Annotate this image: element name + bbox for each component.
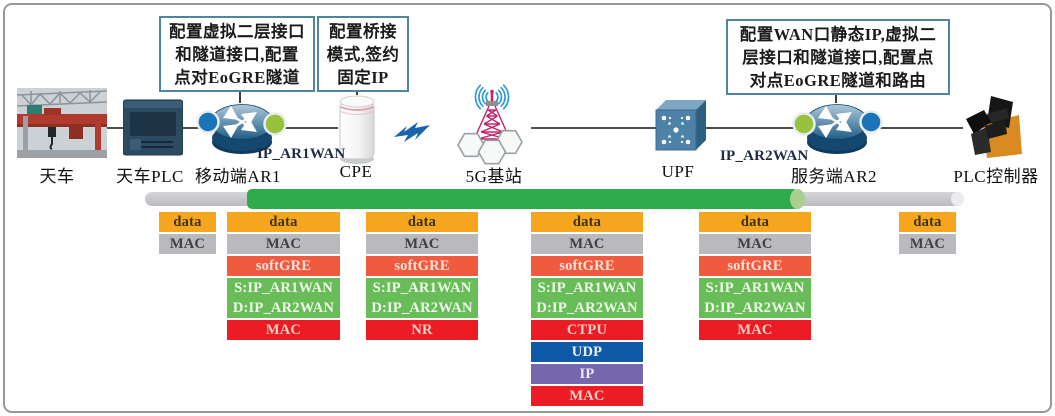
router-ar2-icon — [792, 101, 884, 157]
device-label-crane-plc: 天车PLC — [116, 167, 184, 186]
port-label-ar1wan: IP_AR1WAN — [257, 146, 346, 162]
protocol-layer: MAC — [227, 234, 340, 254]
protocol-layer: softGRE — [531, 256, 643, 276]
protocol-layer: softGRE — [366, 256, 478, 276]
callout-line: 模式,签约 — [326, 44, 400, 64]
callout-line: 固定IP — [337, 67, 389, 87]
crane-plc-device — [123, 97, 183, 158]
protocol-layer: MAC — [227, 320, 340, 340]
device-label-plc-ctrl: PLC控制器 — [953, 167, 1039, 186]
protocol-layer: MAC — [366, 234, 478, 254]
e2e-pipe-end-cap — [951, 192, 964, 206]
protocol-layer: data — [699, 212, 811, 232]
callout-line: 层接口和隧道接口,配置点 — [742, 47, 934, 67]
callout-line: 配置虚拟二层接口 — [169, 21, 305, 41]
protocol-layer: data — [227, 212, 340, 232]
link-line — [181, 127, 199, 129]
protocol-layer: NR — [366, 320, 478, 340]
callout-line: 配置桥接 — [329, 21, 397, 41]
protocol-layer: data — [366, 212, 478, 232]
device-label-upf: UPF — [661, 162, 695, 181]
protocol-layer: data — [159, 212, 216, 232]
protocol-layer: data — [899, 212, 956, 232]
plc-controller-icon — [961, 94, 1024, 162]
callout-line: 对点EoGRE隧道和路由 — [749, 70, 927, 90]
protocol-layer: MAC — [699, 234, 811, 254]
protocol-layer: MAC — [531, 386, 643, 406]
protocol-layer: softGRE — [699, 256, 811, 276]
crane-photo — [17, 88, 107, 158]
callout-connector — [239, 88, 241, 103]
protocol-layer: MAC — [899, 234, 956, 254]
callout-line: 点对EoGRE隧道 — [174, 67, 300, 87]
link-line — [704, 127, 796, 129]
upf-device-icon — [654, 96, 706, 155]
callout-ar2-config: 配置WAN口静态IP,虚拟二 层接口和隧道接口,配置点 对点EoGRE隧道和路由 — [726, 19, 950, 95]
device-label-ar2: 服务端AR2 — [790, 167, 878, 186]
gre-tunnel-pipe — [247, 189, 805, 209]
protocol-layer: MAC — [699, 320, 811, 340]
protocol-layer: IP — [531, 364, 643, 384]
protocol-layer: MAC — [159, 234, 216, 254]
router-ar1-icon — [195, 101, 287, 157]
protocol-layer: CTPU — [531, 320, 643, 340]
link-line — [105, 127, 125, 129]
callout-cpe-config: 配置桥接 模式,签约 固定IP — [317, 16, 409, 92]
link-line — [531, 127, 656, 129]
protocol-layer: data — [531, 212, 643, 232]
device-label-gnb: 5G基站 — [465, 167, 523, 186]
callout-connector — [835, 91, 837, 103]
cpe-device-icon — [337, 93, 377, 166]
gre-tunnel-end-cap — [790, 189, 805, 209]
link-line — [877, 127, 963, 129]
port-label-ar2wan: IP_AR2WAN — [720, 148, 809, 164]
protocol-layer: softGRE — [227, 256, 340, 276]
protocol-layer: UDP — [531, 342, 643, 362]
device-label-ar1: 移动端AR1 — [194, 167, 282, 186]
device-label-cpe: CPE — [339, 162, 373, 181]
callout-line: 配置WAN口静态IP,虚拟二 — [739, 24, 937, 44]
protocol-layer: MAC — [531, 234, 643, 254]
gnb-5g-tower-icon — [450, 84, 534, 166]
wireless-bolt-icon — [394, 118, 430, 148]
device-label-crane: 天车 — [39, 167, 75, 186]
link-line — [281, 127, 338, 129]
callout-ar1-config: 配置虚拟二层接口 和隧道接口,配置 点对EoGRE隧道 — [159, 16, 315, 92]
callout-line: 和隧道接口,配置 — [175, 44, 299, 64]
